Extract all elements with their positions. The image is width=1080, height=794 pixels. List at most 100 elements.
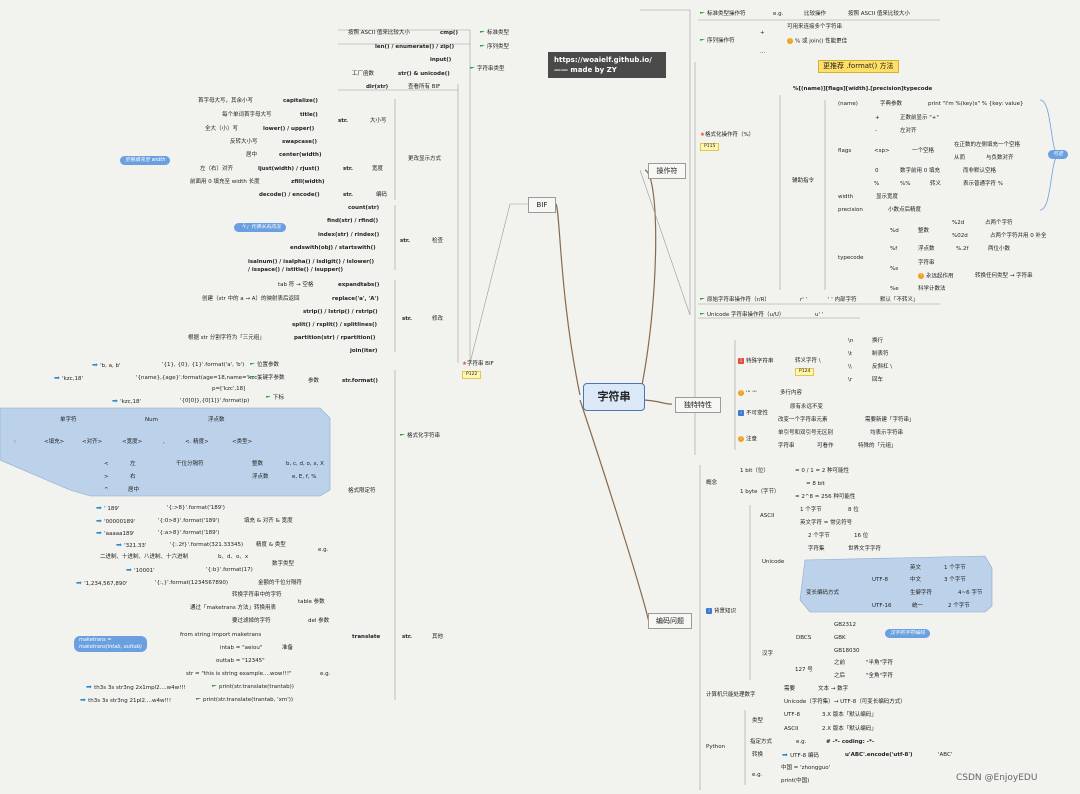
node[interactable]: print(中国): [781, 778, 809, 785]
node[interactable]: 参数: [308, 378, 319, 385]
node[interactable]: from string import maketrans: [180, 632, 261, 639]
node[interactable]: 文本 → 数字: [818, 686, 848, 693]
node[interactable]: e.g.: [320, 671, 330, 678]
node[interactable]: "全角"字符: [866, 673, 893, 680]
node[interactable]: u' ': [815, 312, 823, 319]
node[interactable]: %02d: [952, 233, 968, 240]
node[interactable]: print(str.translate(trantab)): [212, 684, 294, 691]
node[interactable]: GB2312: [834, 622, 856, 629]
node[interactable]: 左: [130, 461, 136, 468]
node[interactable]: 占两个字符并用 0 补全: [990, 233, 1047, 240]
node[interactable]: = 8 bit: [806, 481, 825, 488]
node[interactable]: 浮点数: [918, 246, 935, 253]
node[interactable]: "半角"字符: [866, 660, 893, 667]
node[interactable]: 下标: [266, 395, 284, 402]
node[interactable]: flags: [838, 148, 851, 155]
node[interactable]: 默认「不转义」: [880, 297, 919, 304]
node[interactable]: 多行内容: [780, 390, 802, 397]
node[interactable]: 居中: [128, 487, 139, 494]
node[interactable]: typecode: [838, 255, 864, 262]
node[interactable]: 1 byte（字节）: [740, 489, 780, 496]
branch-encoding[interactable]: 编码问题: [648, 613, 692, 629]
node[interactable]: e.g.: [752, 772, 762, 779]
node[interactable]: %e: [890, 286, 899, 293]
node[interactable]: 编码: [376, 192, 387, 199]
node[interactable]: b、d、o、x: [218, 554, 248, 561]
node[interactable]: 均表示字符串: [870, 430, 903, 437]
node[interactable]: 计算机只能处理数字: [706, 692, 756, 699]
node[interactable]: translate: [352, 634, 380, 641]
node[interactable]: 反转大小写: [230, 139, 258, 146]
node[interactable]: 字符串: [918, 260, 935, 267]
node[interactable]: 精度 & 类型: [256, 542, 286, 549]
node[interactable]: -: [875, 128, 877, 135]
node[interactable]: e.g.: [796, 739, 806, 746]
node[interactable]: <填充>: [44, 439, 64, 446]
node[interactable]: 准备: [282, 645, 293, 652]
node[interactable]: ★字符串 BIF: [462, 361, 494, 368]
node[interactable]: 制表符: [872, 351, 889, 358]
node[interactable]: title(): [300, 112, 318, 119]
node[interactable]: %.2f: [956, 246, 968, 253]
node[interactable]: 前面用 0 填充至 width 长度: [190, 179, 260, 186]
node[interactable]: 金额的千位分隔符: [258, 580, 302, 587]
node[interactable]: intab = "aeiou": [220, 645, 262, 652]
node[interactable]: ★格式化操作符（%）: [700, 132, 754, 139]
node[interactable]: ➡ '1,234,567,890': [76, 580, 127, 588]
node[interactable]: 右: [130, 474, 136, 481]
node[interactable]: 之前: [834, 660, 845, 667]
node[interactable]: 改变一个字符串元素: [778, 417, 828, 424]
node[interactable]: len() / enumerate() / zip(): [375, 44, 454, 51]
node[interactable]: e, E, f, %: [292, 474, 317, 481]
node[interactable]: ljust(width) / rjust(): [258, 166, 319, 173]
node[interactable]: join(iter): [350, 348, 377, 355]
node[interactable]: +: [875, 115, 880, 122]
node[interactable]: ,: [163, 439, 165, 446]
node[interactable]: partition(str) / rpartition(): [294, 335, 375, 342]
node[interactable]: <sp>: [874, 148, 890, 155]
node[interactable]: UTF-16: [872, 603, 892, 610]
node[interactable]: 全大（小）写: [205, 126, 238, 133]
node[interactable]: 显示宽度: [876, 194, 898, 201]
node[interactable]: str.: [402, 316, 412, 323]
node[interactable]: str = "this is string example....wow!!!": [186, 671, 292, 678]
node[interactable]: / isspace() / istitle() / isupper(): [248, 267, 343, 274]
node[interactable]: 工厂函数: [352, 71, 374, 78]
node[interactable]: 填充 & 对齐 & 宽度: [244, 518, 293, 525]
node[interactable]: \\: [848, 364, 852, 371]
node[interactable]: ➡ 'kzc,18': [112, 398, 141, 406]
node[interactable]: 字符串: [778, 443, 795, 450]
node[interactable]: ➡ th3s 3s str3ng 2x1mpl2....w4w!!!: [86, 684, 186, 692]
node[interactable]: 左（右）对齐: [200, 166, 233, 173]
node[interactable]: %s: [890, 266, 898, 273]
node[interactable]: '{name},{age}'.format(age=18,name='kzc'): [136, 375, 261, 382]
node[interactable]: str.: [343, 166, 353, 173]
node[interactable]: \n: [848, 338, 853, 345]
node[interactable]: '{0[0]},{0[1]}'.format(p): [180, 398, 249, 405]
node[interactable]: endswith(obj) / startswith(): [290, 245, 376, 252]
node[interactable]: str.: [402, 634, 412, 641]
node[interactable]: 单字符: [60, 417, 77, 424]
node[interactable]: 辅助指令: [792, 178, 814, 185]
node[interactable]: 从而: [954, 155, 965, 162]
node[interactable]: str.: [400, 238, 410, 245]
node[interactable]: 格式限定符: [348, 488, 376, 495]
node[interactable]: 每个单词首字母大写: [222, 112, 272, 119]
node[interactable]: precision: [838, 207, 863, 214]
node[interactable]: 根据 str 分割字符为「三元组」: [188, 335, 265, 342]
node[interactable]: 按照 ASCII 值来比较大小: [348, 30, 410, 37]
node[interactable]: = 2^8 = 256 种可能性: [795, 494, 855, 501]
node[interactable]: 查看所有 BIF: [408, 84, 440, 91]
node[interactable]: 要过滤掉的字符: [232, 618, 271, 625]
node[interactable]: 整数: [918, 228, 929, 235]
node[interactable]: expandtabs(): [338, 282, 379, 289]
node[interactable]: %d: [890, 228, 899, 235]
branch-operators[interactable]: 操作符: [648, 163, 686, 179]
node[interactable]: b, c, d, o, x, X: [286, 461, 324, 468]
node[interactable]: 二进制、十进制、八进制、十六进制: [100, 554, 188, 561]
node[interactable]: ASCII: [784, 726, 798, 733]
node[interactable]: 比较操作: [804, 11, 826, 18]
node[interactable]: 原有永远不变: [790, 404, 823, 411]
node[interactable]: outtab = "12345": [216, 658, 265, 665]
